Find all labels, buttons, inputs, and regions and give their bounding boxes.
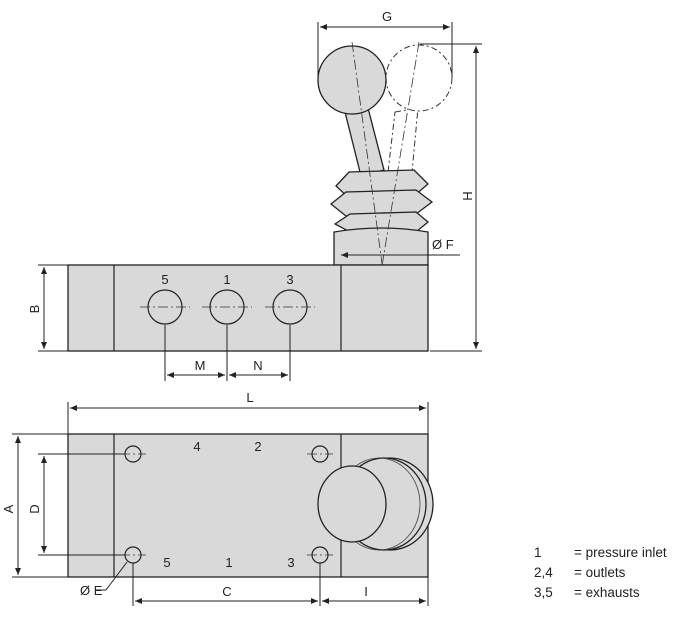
- legend-text: = exhausts: [574, 585, 640, 600]
- dimension-d: D: [27, 453, 125, 556]
- dimension-c-i: C I: [132, 563, 429, 606]
- dimension-l: L: [67, 390, 429, 434]
- dimension-label: D: [27, 504, 42, 513]
- bottom-port-label: 3: [287, 555, 294, 570]
- lever-knob: [317, 45, 387, 115]
- dimension-e: Ø E: [80, 561, 128, 598]
- dimension-g: G: [317, 9, 453, 78]
- top-port-label: 4: [193, 439, 200, 454]
- side-port-label: 1: [223, 272, 230, 287]
- dimension-b: B: [27, 264, 68, 352]
- side-port-label: 3: [286, 272, 293, 287]
- dimension-label: I: [364, 584, 368, 599]
- valve-body-side: [67, 264, 429, 352]
- side-view: 5 1 3 G H Ø F: [27, 9, 482, 381]
- mounting-hole: [307, 546, 333, 564]
- dimension-h: H: [420, 43, 482, 352]
- dimension-label: H: [460, 191, 475, 200]
- lever-ghost-position: [385, 44, 453, 173]
- lever-shaft: [344, 107, 385, 177]
- dimension-label: A: [1, 504, 16, 513]
- dimension-label: Ø F: [432, 237, 454, 252]
- bottom-port-label: 1: [225, 555, 232, 570]
- bottom-port-label: 5: [163, 555, 170, 570]
- legend-key: 3,5: [534, 585, 553, 600]
- legend-row: 3,5 = exhausts: [534, 583, 667, 603]
- dimension-label: B: [27, 305, 42, 314]
- legend-row: 2,4 = outlets: [534, 563, 667, 583]
- dimension-m-n: M N: [164, 325, 291, 381]
- lever-knob-top: [317, 457, 434, 551]
- top-port-label: 2: [254, 439, 261, 454]
- mounting-hole: [307, 445, 333, 463]
- legend-text: = outlets: [574, 565, 626, 580]
- top-view: L 4 2 5 1 3: [1, 390, 434, 606]
- side-port-label: 5: [161, 272, 168, 287]
- legend-text: = pressure inlet: [574, 545, 667, 560]
- lever-base: [333, 227, 429, 266]
- dimension-a: A: [1, 433, 68, 578]
- side-port-1: 1: [202, 272, 252, 325]
- dimension-label: N: [253, 358, 262, 373]
- dimension-label: Ø E: [80, 583, 103, 598]
- legend-row: 1 = pressure inlet: [534, 543, 667, 563]
- dimension-label: L: [246, 390, 253, 405]
- lever-bellows: [329, 169, 434, 233]
- dimension-label: C: [222, 584, 231, 599]
- side-port-3: 3: [265, 272, 315, 325]
- dimension-label: M: [195, 358, 206, 373]
- dimension-f: Ø F: [341, 237, 460, 258]
- port-legend: 1 = pressure inlet 2,4 = outlets 3,5 = e…: [534, 543, 667, 603]
- legend-key: 1: [534, 545, 542, 560]
- legend-key: 2,4: [534, 565, 553, 580]
- side-port-5: 5: [140, 272, 190, 325]
- dimension-label: G: [382, 9, 392, 24]
